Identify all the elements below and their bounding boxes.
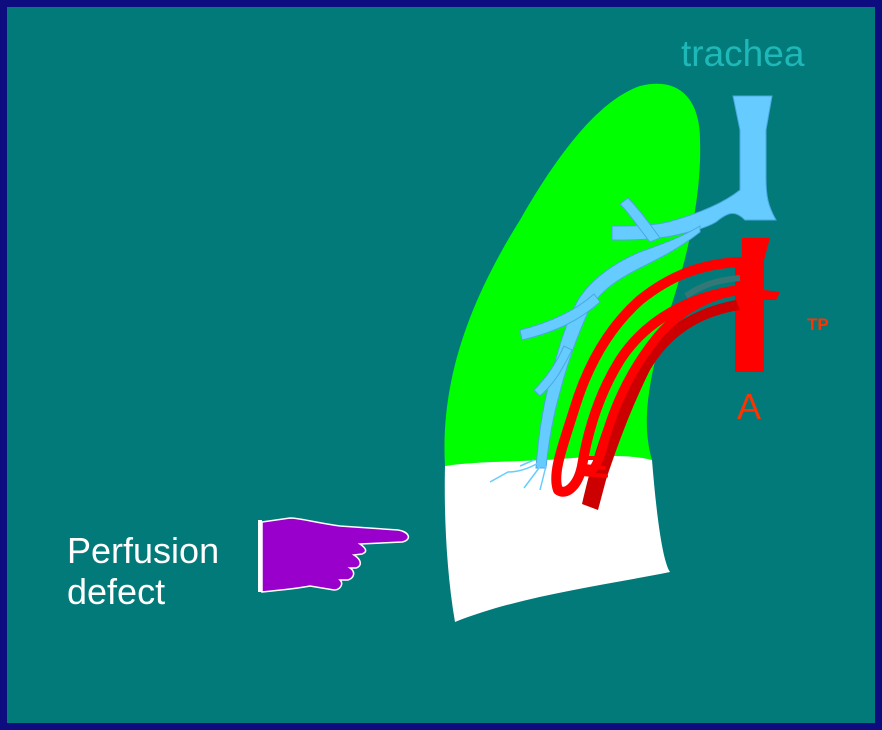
trachea-label: trachea bbox=[681, 35, 804, 72]
pointing-hand-icon bbox=[258, 518, 408, 592]
lung-diagram bbox=[7, 7, 875, 723]
tp-label: TP bbox=[807, 316, 829, 333]
perfusion-defect-label: Perfusion defect bbox=[67, 530, 219, 613]
perfusion-defect-line1: Perfusion bbox=[67, 530, 219, 571]
perfusion-defect-line2: defect bbox=[67, 571, 219, 612]
artery-a-label: A bbox=[737, 389, 761, 425]
slide: trachea TP A Perfusion defect bbox=[7, 7, 875, 723]
